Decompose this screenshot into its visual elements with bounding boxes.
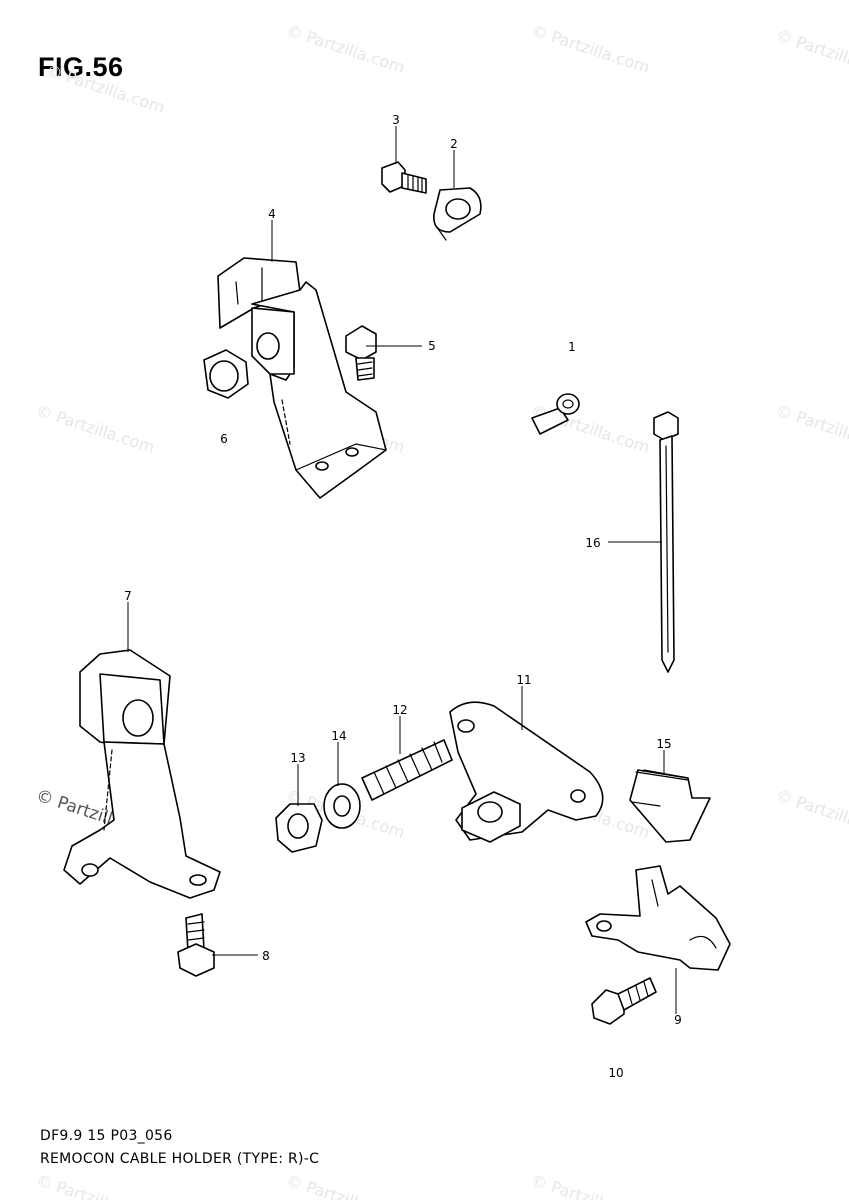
callout-12: 12 bbox=[392, 703, 407, 717]
callout-labels: 1 2 3 4 5 6 7 8 9 10 11 12 13 14 15 16 bbox=[124, 113, 682, 1080]
callout-7: 7 bbox=[124, 589, 132, 603]
part-15-clip[interactable] bbox=[629, 769, 711, 843]
part-10-bolt[interactable] bbox=[591, 977, 657, 1025]
callout-8: 8 bbox=[262, 949, 270, 963]
watermark-text: © Partzilla.com bbox=[284, 21, 407, 77]
part-4-bracket[interactable] bbox=[217, 257, 387, 499]
callout-1: 1 bbox=[568, 340, 576, 354]
callout-13: 13 bbox=[290, 751, 305, 765]
callout-15: 15 bbox=[656, 737, 671, 751]
watermark-text: © Partzilla.com bbox=[529, 1171, 652, 1200]
part-12-stud[interactable] bbox=[361, 739, 453, 801]
callout-3: 3 bbox=[392, 113, 400, 127]
callout-4: 4 bbox=[268, 207, 276, 221]
watermark-text: © Partzilla.com bbox=[34, 1171, 157, 1200]
part-6-bushing[interactable] bbox=[203, 349, 249, 399]
watermark-text: © Partzilla.com bbox=[774, 26, 849, 82]
assembly-name: REMOCON CABLE HOLDER (TYPE: R)-C bbox=[40, 1151, 320, 1167]
part-9-holder[interactable] bbox=[585, 865, 731, 971]
watermark-text: © Partzilla.com bbox=[34, 401, 157, 457]
watermark-text: © Partzilla.com bbox=[774, 401, 849, 457]
figure-title: FIG.56 bbox=[38, 52, 124, 82]
callout-16: 16 bbox=[585, 536, 600, 550]
part-2-clamp[interactable] bbox=[433, 187, 482, 241]
part-7-bracket[interactable] bbox=[63, 649, 221, 899]
callout-6: 6 bbox=[220, 432, 228, 446]
part-1-fitting[interactable] bbox=[531, 393, 580, 435]
part-11-plate[interactable] bbox=[449, 701, 604, 843]
part-8-bolt[interactable] bbox=[177, 913, 215, 977]
leader-lines bbox=[127, 126, 677, 1014]
callout-10: 10 bbox=[608, 1066, 623, 1080]
model-code: DF9.9 15 P03_056 bbox=[40, 1128, 173, 1144]
watermark-text: © Partzilla.com bbox=[44, 61, 167, 117]
callout-9: 9 bbox=[674, 1013, 682, 1027]
callout-14: 14 bbox=[331, 729, 346, 743]
callout-11: 11 bbox=[516, 673, 531, 687]
part-14-washer[interactable] bbox=[323, 783, 361, 829]
part-16-cable-tie[interactable] bbox=[653, 411, 679, 673]
part-5-bolt[interactable] bbox=[345, 325, 377, 381]
watermark-text: © Partzilla.com bbox=[284, 1171, 407, 1200]
callout-2: 2 bbox=[450, 137, 458, 151]
part-13-nut[interactable] bbox=[275, 803, 323, 853]
watermark-text: © Partzilla.com bbox=[529, 21, 652, 77]
callout-5: 5 bbox=[428, 339, 436, 353]
part-3-bolt[interactable] bbox=[381, 161, 427, 194]
watermark-text: © Partzilla.com bbox=[774, 786, 849, 842]
